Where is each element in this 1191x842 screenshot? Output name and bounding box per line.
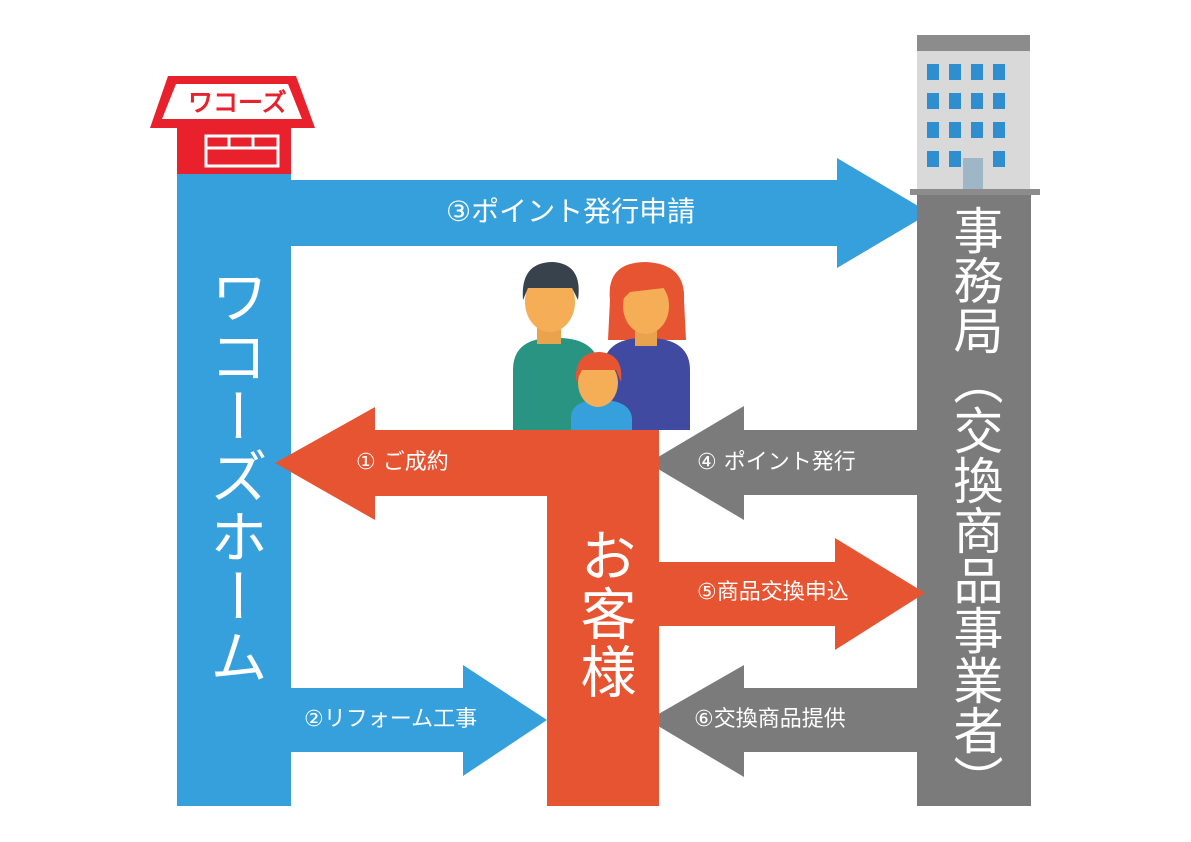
office-text: 事務局（交換商品事業者） xyxy=(945,205,1004,805)
arrow-reform-work-label: ②リフォーム工事 xyxy=(304,707,478,732)
wacoz-home-text: ワコーズホーム xyxy=(200,267,268,687)
office-column xyxy=(917,195,1031,806)
customer-text: お客様 xyxy=(571,527,636,701)
arrow-reform-work xyxy=(291,665,547,776)
arrow-contract-label: ① ご成約 xyxy=(356,450,449,475)
customer-column xyxy=(547,430,659,806)
store-icon xyxy=(150,76,315,174)
arrow-point-application xyxy=(291,158,930,268)
arrow-exchange-goods-label: ⑥交換商品提供 xyxy=(694,707,846,732)
arrow-exchange-request xyxy=(659,538,925,650)
customer-label: お客様 xyxy=(547,527,659,701)
family-icon xyxy=(513,262,690,430)
arrow-point-issue-label: ④ ポイント発行 xyxy=(697,450,856,475)
arrow-point-issue xyxy=(648,406,917,520)
arrow-point-application-label: ③ポイント発行申請 xyxy=(446,195,696,228)
arrow-contract xyxy=(275,407,659,520)
arrow-exchange-goods-provide xyxy=(648,665,917,777)
office-building-icon xyxy=(910,35,1040,195)
arrow-exchange-request-label: ⑤商品交換申込 xyxy=(697,580,849,605)
office-label: 事務局（交換商品事業者） xyxy=(917,205,1031,805)
wacoz-home-label: ワコーズホーム xyxy=(177,267,291,687)
wacoz-column xyxy=(177,165,291,806)
store-sign-label: ワコーズ xyxy=(188,88,287,117)
